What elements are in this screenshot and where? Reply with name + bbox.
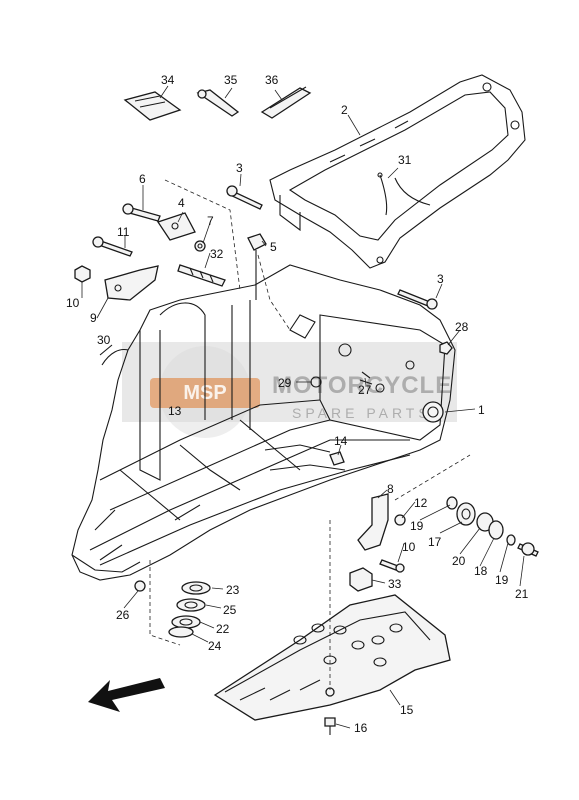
part-30-clip <box>99 344 129 366</box>
callout-11: 11 <box>117 225 130 239</box>
callout-32: 32 <box>210 247 224 261</box>
part-10-bolt-right <box>379 559 405 573</box>
callout-21: 21 <box>515 587 529 601</box>
part-3-bolt-upper <box>226 185 263 210</box>
callout-15: 15 <box>400 703 414 717</box>
part-8-bracket <box>357 493 389 551</box>
callout-7: 7 <box>207 214 214 228</box>
part-22-bushing <box>171 615 201 629</box>
part-16-screw <box>324 717 336 735</box>
callout-29: 29 <box>278 376 292 390</box>
callout-19-upper: 19 <box>410 519 424 533</box>
leader-lines <box>81 85 525 729</box>
callout-9: 9 <box>90 311 97 325</box>
part-6-bolt <box>122 203 161 222</box>
callout-5: 5 <box>270 240 277 254</box>
callout-23: 23 <box>226 583 240 597</box>
callout-6: 6 <box>139 172 146 186</box>
callout-10-right: 10 <box>402 540 416 554</box>
callout-22: 22 <box>216 622 230 636</box>
part-14-clip <box>329 451 345 466</box>
part-34-plate <box>123 91 182 121</box>
callout-33: 33 <box>388 577 402 591</box>
part-2-rear-frame <box>269 74 526 269</box>
part-4-bracket <box>156 212 196 241</box>
callout-10-left: 10 <box>66 296 80 310</box>
callout-1: 1 <box>478 403 485 417</box>
part-19-washer-lower <box>506 534 516 546</box>
callout-26: 26 <box>116 608 130 622</box>
part-36-strap <box>260 86 312 119</box>
callout-36: 36 <box>265 73 279 87</box>
part-7-washer <box>194 240 206 252</box>
callout-20: 20 <box>452 554 466 568</box>
callout-24: 24 <box>208 639 222 653</box>
part-18-bushing <box>488 520 504 540</box>
part-11-bolt <box>92 236 133 257</box>
callout-18: 18 <box>474 564 488 578</box>
callout-8: 8 <box>387 482 394 496</box>
part-5-cap <box>247 233 267 300</box>
callout-2: 2 <box>341 103 348 117</box>
callout-35: 35 <box>224 73 238 87</box>
callout-4: 4 <box>178 196 185 210</box>
callout-3-upper: 3 <box>236 161 243 175</box>
part-17-bushing <box>456 502 476 526</box>
watermark: MSP MOTORCYCLE SPARE PARTS <box>122 342 457 438</box>
callout-28: 28 <box>455 320 469 334</box>
callout-12: 12 <box>414 496 428 510</box>
part-15-skid-plate <box>213 594 451 721</box>
watermark-line2: SPARE PARTS <box>292 405 432 421</box>
callout-34: 34 <box>161 73 175 87</box>
part-31-wire <box>377 172 431 216</box>
callout-31: 31 <box>398 153 412 167</box>
callout-19-lower: 19 <box>495 573 509 587</box>
part-32-rod <box>177 264 226 287</box>
callout-17: 17 <box>428 535 442 549</box>
part-27-clip <box>359 371 373 385</box>
callout-3-right: 3 <box>437 272 444 286</box>
part-33-block <box>349 567 373 592</box>
part-3-bolt-right <box>397 289 438 310</box>
callout-27: 27 <box>358 383 372 397</box>
direction-arrow-icon <box>88 678 165 712</box>
callout-13: 13 <box>168 404 182 418</box>
callout-14: 14 <box>334 434 348 448</box>
part-9-bracket <box>104 265 159 301</box>
watermark-line1: MOTORCYCLE <box>272 372 452 399</box>
callout-labels: 1 2 3 3 4 5 6 7 8 9 10 10 11 12 13 14 15… <box>66 73 529 735</box>
part-25-bushing <box>176 598 206 612</box>
part-10-nut-left <box>74 265 91 283</box>
part-35-pin <box>196 89 240 117</box>
part-1-main-frame <box>71 264 456 581</box>
callout-30: 30 <box>97 333 111 347</box>
callout-25: 25 <box>223 603 237 617</box>
part-23-bushing <box>181 581 211 595</box>
part-28-nut <box>439 341 453 355</box>
part-12-washer <box>446 496 458 510</box>
part-24-collar <box>168 626 194 638</box>
callout-16: 16 <box>354 721 368 735</box>
part-21-bolt <box>517 542 539 557</box>
part-26-cap <box>134 580 146 592</box>
